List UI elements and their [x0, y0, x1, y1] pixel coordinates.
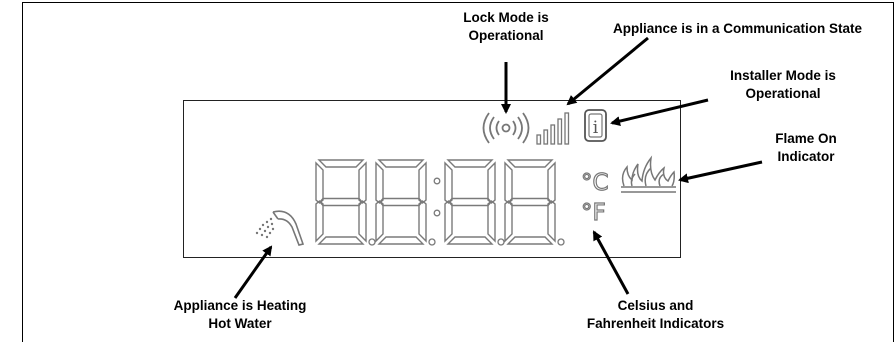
- arrow-installer-mode: [610, 98, 709, 126]
- digit-4-segment-d: [506, 236, 554, 245]
- annotation-arrows: [233, 36, 763, 299]
- info-icon: i: [584, 109, 607, 142]
- digit-1-segment-a: [317, 159, 365, 168]
- digit-4-segment-f: [504, 161, 513, 204]
- unit-fahrenheit: °F: [581, 200, 606, 226]
- digit-2-segment-d: [377, 236, 425, 245]
- digit-4-decimal-point: [557, 238, 565, 246]
- digit-1-segment-b: [358, 161, 367, 204]
- digit-3-segment-b: [487, 161, 496, 204]
- digit-2-segment-b: [418, 161, 427, 204]
- flame-icon: [621, 155, 676, 193]
- digit-2-decimal-point: [428, 238, 436, 246]
- diagram-frame: [22, 2, 894, 342]
- digit-1-segment-d: [317, 236, 365, 245]
- digit-3-segment-a: [446, 159, 494, 168]
- digit-4-segment-a: [506, 159, 554, 168]
- digit-4-segment-c: [547, 200, 556, 243]
- arrow-communication: [566, 36, 649, 106]
- digit-1-segment-c: [358, 200, 367, 243]
- colon-separator: [433, 177, 441, 217]
- label-communication-state: Appliance is in a Communication State: [612, 21, 863, 36]
- unit-celsius: °C: [581, 170, 609, 196]
- seven-segment-digits: [315, 159, 565, 246]
- digit-2-segment-a: [377, 159, 425, 168]
- digit-2-segment-g: [379, 197, 423, 207]
- digit-3-segment-g: [448, 197, 492, 207]
- wireless-lock-icon: [482, 112, 530, 144]
- digit-4-segment-b: [547, 161, 556, 204]
- arrow-flame-on: [678, 160, 763, 184]
- temperature-unit-indicators: °C °F: [580, 169, 609, 226]
- arrow-temperature-units: [592, 230, 630, 295]
- digit-2-segment-e: [375, 200, 384, 243]
- signal-bars-icon: [536, 112, 570, 145]
- digit-1-segment-g: [319, 197, 363, 207]
- digit-1-decimal-point: [368, 238, 376, 246]
- shower-icon: [255, 210, 305, 246]
- arrow-heating-hot-water: [233, 245, 273, 299]
- digit-1-segment-f: [315, 161, 324, 204]
- digit-3-segment-f: [444, 161, 453, 204]
- digit-4-segment-e: [504, 200, 513, 243]
- digit-2-segment-c: [418, 200, 427, 243]
- digit-2-segment-f: [375, 161, 384, 204]
- digit-3-segment-e: [444, 200, 453, 243]
- digit-1-segment-e: [315, 200, 324, 243]
- digit-3-segment-c: [487, 200, 496, 243]
- digit-4-segment-g: [508, 197, 552, 207]
- digit-3-segment-d: [446, 236, 494, 245]
- svg-text:i: i: [593, 118, 599, 138]
- digit-3-decimal-point: [497, 238, 505, 246]
